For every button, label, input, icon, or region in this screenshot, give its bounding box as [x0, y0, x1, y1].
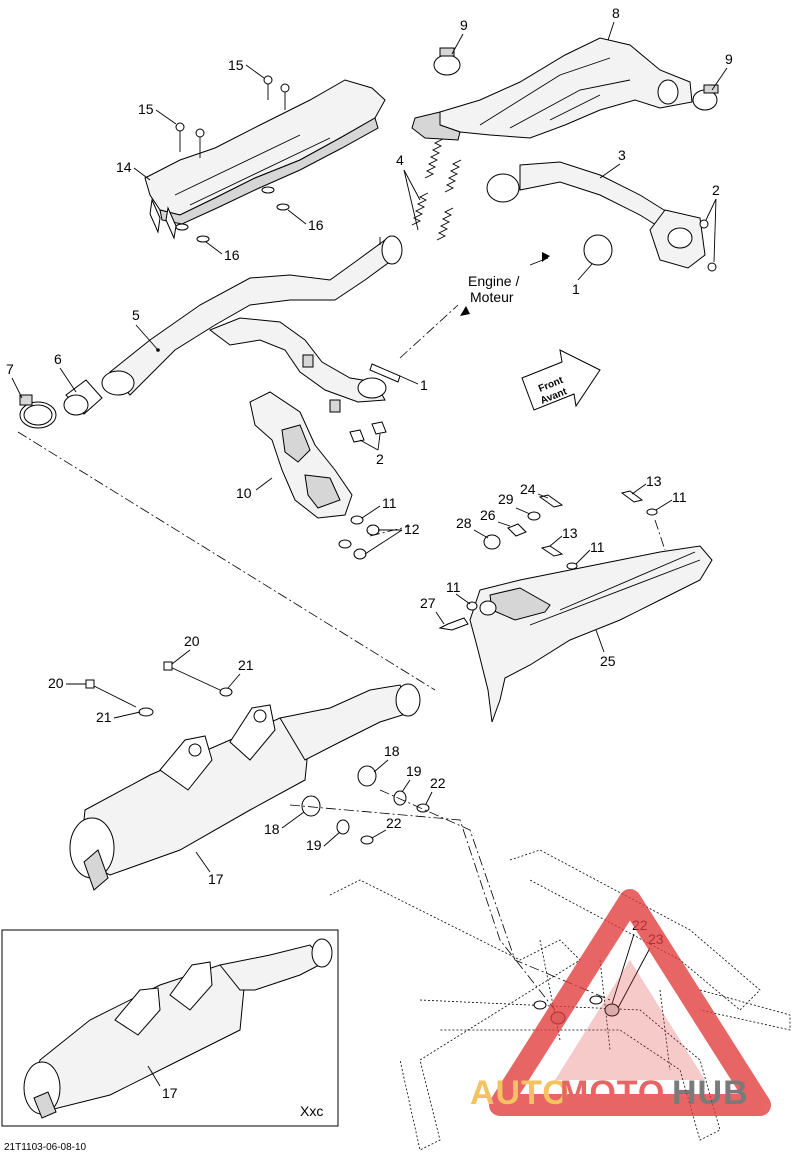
grommets-sleeves-washers-part-18-19-22: [301, 765, 430, 845]
callout-1-middle: 1: [420, 377, 428, 393]
callout-18-lower: 18: [264, 821, 280, 837]
callout-13-middle: 13: [562, 525, 578, 541]
callout-16-right: 16: [308, 217, 324, 233]
callout-22-upper: 22: [430, 775, 446, 791]
front-direction-arrow: Front Avant: [521, 349, 601, 411]
inset-label: Xxc: [300, 1103, 323, 1119]
pipe-part-3: [486, 161, 717, 272]
callout-17-inset: 17: [162, 1085, 178, 1101]
drawing-id: 21T1103-06-08-10: [4, 1142, 87, 1153]
callout-21-left: 21: [96, 709, 112, 725]
callout-24: 25: [600, 653, 616, 669]
engine-label-line2: Moteur: [470, 289, 514, 305]
heat-shield-part-8: [411, 37, 693, 141]
callout-18-upper: 18: [384, 743, 400, 759]
heat-shield-part-10: [249, 391, 353, 519]
bolts-and-washers-15-16: [175, 75, 290, 243]
springs-part-4: [411, 138, 462, 241]
callout-27: 27: [420, 595, 436, 611]
callout-19-lower: 19: [306, 837, 322, 853]
callout-16-left: 16: [224, 247, 240, 263]
bolts-washers-part-20-21: [85, 661, 233, 717]
automotohub-watermark-logo: AUTO MOTO HUB: [470, 889, 771, 1116]
callout-8: 8: [612, 5, 620, 21]
sleeve-part-6: [63, 379, 103, 416]
callout-26: 26: [480, 507, 496, 523]
callout-15-top: 15: [228, 57, 244, 73]
callout-19-upper: 19: [406, 763, 422, 779]
callout-21-upper: 21: [238, 657, 254, 673]
callout-4: 4: [396, 152, 404, 168]
clamp-part-7: [19, 394, 57, 429]
callout-11-middle2: 11: [590, 539, 605, 555]
muffler-part-17: [69, 683, 421, 891]
callout-20-left: 20: [48, 675, 64, 691]
nuts-part-2-middle: [349, 421, 387, 443]
callout-3: 3: [618, 147, 626, 163]
heat-shield-part-24: [469, 545, 713, 723]
callout-12: 12: [404, 521, 420, 537]
callout-5: 5: [132, 307, 140, 323]
callout-numbers: 9 8 9 15 15 14 4 3 2 16 16 1: [6, 5, 733, 1101]
heat-shield-part-14: [144, 79, 386, 240]
callout-2-right: 2: [712, 182, 720, 198]
watermark-auto: AUTO: [470, 1074, 570, 1112]
callout-25: 24: [520, 481, 536, 497]
callout-11-middle: 11: [382, 495, 397, 511]
callout-28: 28: [456, 515, 472, 531]
engine-label: Engine / Moteur: [460, 252, 550, 316]
callout-2-middle: 2: [376, 451, 384, 467]
callout-22-lower: 22: [386, 815, 402, 831]
callout-9-left: 9: [460, 17, 468, 33]
engine-label-line1: Engine /: [468, 273, 519, 289]
washers-part-11-12-middle: [338, 515, 380, 560]
callout-29: 29: [498, 491, 514, 507]
watermark-hub: HUB: [672, 1074, 749, 1112]
callout-10: 10: [236, 485, 252, 501]
pipe-part-5: [101, 235, 403, 413]
assembly-dash-lines: [17, 304, 666, 1011]
callout-11-lower: 11: [446, 579, 461, 595]
gasket-part-1-upper: [583, 234, 613, 266]
callout-20-upper: 20: [184, 633, 200, 649]
watermark-moto: MOTO: [560, 1074, 665, 1112]
gasket-part-1-middle: [369, 363, 401, 383]
callout-14: 14: [116, 159, 132, 175]
callout-1-upper: 1: [572, 281, 580, 297]
callout-13-right: 13: [646, 473, 662, 489]
callout-11-right: 11: [672, 489, 687, 505]
callout-6: 6: [54, 351, 62, 367]
callout-9-right: 9: [725, 51, 733, 67]
callout-15-second: 15: [138, 101, 154, 117]
inset-xxc-variant: Xxc: [1, 929, 339, 1127]
clamps-part-9: [433, 47, 719, 111]
callout-17-main: 17: [208, 871, 224, 887]
fasteners-part-13-25-29: [438, 490, 658, 631]
callout-7: 7: [6, 361, 14, 377]
